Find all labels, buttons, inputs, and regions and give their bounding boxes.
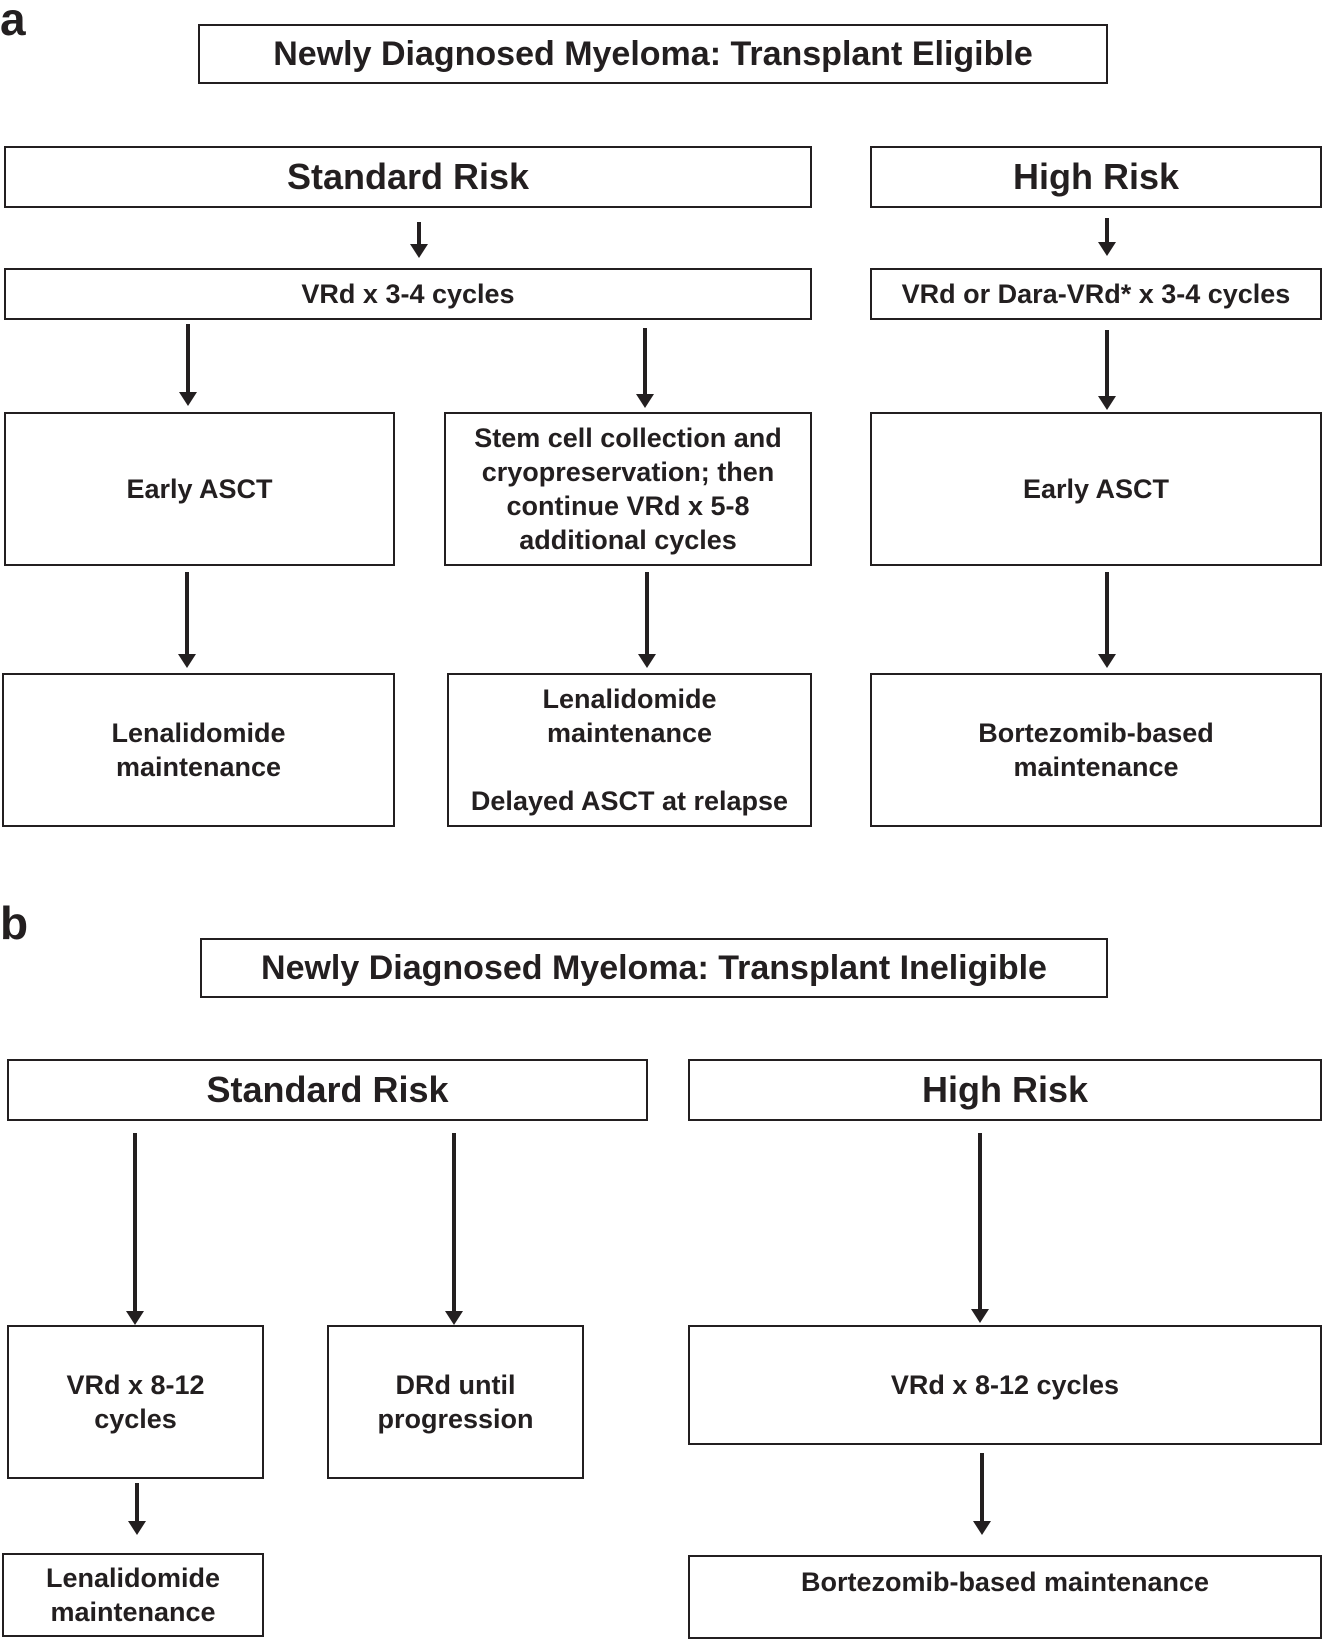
arrow-a-induction-to-early-asct	[179, 324, 197, 406]
panel-b-title-box: Newly Diagnosed Myeloma: Transplant Inel…	[200, 938, 1108, 998]
arrow-a-std-header-to-induction	[410, 222, 428, 258]
a-bortezomib-maint-box: Bortezomib-based maintenance	[870, 673, 1322, 827]
a-high-early-asct-box: Early ASCT	[870, 412, 1322, 566]
a-len-maint2-line: maintenance	[546, 718, 713, 748]
a-early-asct-box: Early ASCT	[4, 412, 395, 566]
arrow-b-std-to-vrd	[126, 1133, 144, 1325]
b-vrd-line: VRd x 8-12	[66, 1370, 205, 1400]
a-stem-cell-line: continue VRd x 5-8	[506, 491, 750, 521]
a-stem-cell-line: Stem cell collection and	[474, 423, 782, 453]
arrow-a-induction-to-stem-cell	[636, 328, 654, 408]
b-drd-line: DRd until	[395, 1370, 516, 1400]
b-len-maint-line: Lenalidomide	[45, 1563, 221, 1593]
b-standard-risk-label: Standard Risk	[206, 1069, 449, 1110]
b-vrd-box: VRd x 8-12 cycles	[7, 1325, 264, 1479]
a-early-asct: Early ASCT	[126, 474, 273, 504]
a-standard-induction: VRd x 3-4 cycles	[301, 279, 515, 309]
a-bort-maint-line: Bortezomib-based	[978, 718, 1214, 748]
panel-a-title-box: Newly Diagnosed Myeloma: Transplant Elig…	[198, 24, 1108, 84]
b-len-maint-box: Lenalidomide maintenance	[2, 1553, 264, 1637]
a-high-risk-header: High Risk	[870, 146, 1322, 208]
arrow-b-vrd-to-maint	[128, 1483, 146, 1535]
arrow-b-high-vrd-to-maint	[973, 1453, 991, 1535]
a-len-maint-box: Lenalidomide maintenance	[2, 673, 395, 827]
b-high-vrd-box: VRd x 8-12 cycles	[688, 1325, 1322, 1445]
b-vrd-line: cycles	[94, 1404, 177, 1434]
a-len-maint-line: maintenance	[115, 752, 282, 782]
a-bort-maint-line: maintenance	[1013, 752, 1179, 782]
arrow-a-high-header-to-induction	[1098, 218, 1116, 256]
a-standard-risk-label: Standard Risk	[286, 156, 530, 197]
a-standard-risk-header: Standard Risk	[4, 146, 812, 208]
a-high-induction: VRd or Dara-VRd* x 3-4 cycles	[901, 279, 1291, 309]
a-high-induction-box: VRd or Dara-VRd* x 3-4 cycles	[870, 268, 1322, 320]
panel-a-label: a	[0, 0, 26, 45]
b-len-maint-line: maintenance	[50, 1597, 216, 1627]
b-drd-box: DRd until progression	[327, 1325, 584, 1479]
b-high-vrd: VRd x 8-12 cycles	[890, 1370, 1120, 1400]
panel-b-title: Newly Diagnosed Myeloma: Transplant Inel…	[261, 949, 1047, 987]
a-len-maint2-line: Lenalidomide	[542, 684, 717, 714]
a-len-maint-line: Lenalidomide	[111, 718, 286, 748]
panel-a-title: Newly Diagnosed Myeloma: Transplant Elig…	[273, 35, 1033, 73]
arrow-b-high-to-vrd	[971, 1133, 989, 1323]
b-standard-risk-header: Standard Risk	[7, 1059, 648, 1121]
panel-b-label: b	[0, 897, 29, 949]
a-high-early-asct: Early ASCT	[1022, 474, 1170, 504]
a-standard-induction-box: VRd x 3-4 cycles	[4, 268, 812, 320]
a-stem-cell-line: additional cycles	[519, 525, 737, 555]
a-len-maint-delayed-box: Lenalidomide maintenance Delayed ASCT at…	[447, 673, 812, 827]
a-delayed-asct: Delayed ASCT at relapse	[470, 786, 789, 816]
arrow-a-high-induction-to-asct	[1098, 330, 1116, 410]
b-high-risk-header: High Risk	[688, 1059, 1322, 1121]
a-stem-cell-box: Stem cell collection and cryopreservatio…	[444, 412, 812, 566]
b-bort-maint: Bortezomib-based maintenance	[800, 1567, 1210, 1597]
a-stem-cell-line: cryopreservation; then	[481, 457, 775, 487]
arrow-b-std-to-drd	[445, 1133, 463, 1325]
a-high-risk-label: High Risk	[1012, 156, 1180, 197]
arrow-a-high-asct-to-maint	[1098, 572, 1116, 668]
arrow-a-asct-to-maint	[178, 572, 196, 668]
arrow-a-stem-cell-to-maint	[638, 572, 656, 668]
b-drd-line: progression	[377, 1404, 534, 1434]
b-high-risk-label: High Risk	[921, 1069, 1089, 1110]
b-bortezomib-maint-box: Bortezomib-based maintenance	[688, 1555, 1322, 1639]
